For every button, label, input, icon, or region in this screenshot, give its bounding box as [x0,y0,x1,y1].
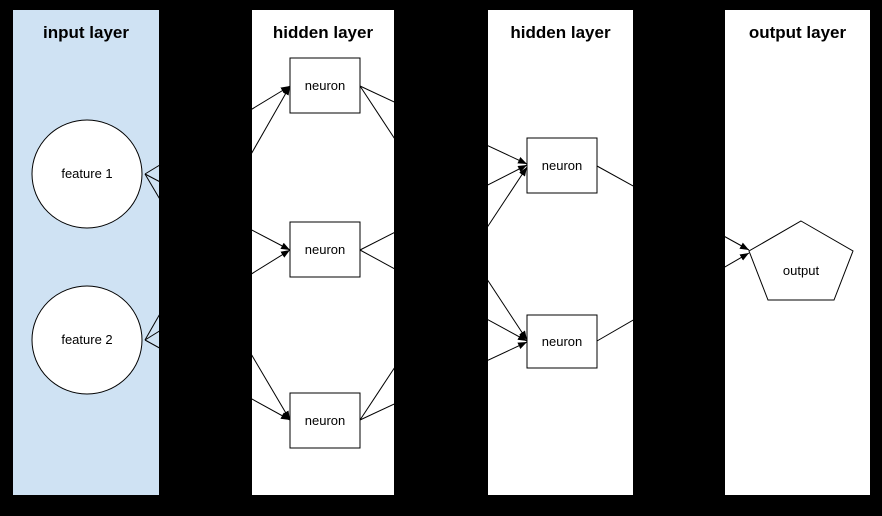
panel-hidden-layer-2: hidden layer [488,10,633,495]
panel-hidden-layer-1: hidden layer [252,10,394,495]
panel-input-layer: input layer [13,10,159,495]
hidden-layer-1-title: hidden layer [272,23,374,42]
panel-output-layer: output layer [725,10,870,495]
output-layer-title: output layer [748,23,847,42]
input-layer-title: input layer [43,23,129,42]
hidden-layer-2-title: hidden layer [510,23,611,42]
